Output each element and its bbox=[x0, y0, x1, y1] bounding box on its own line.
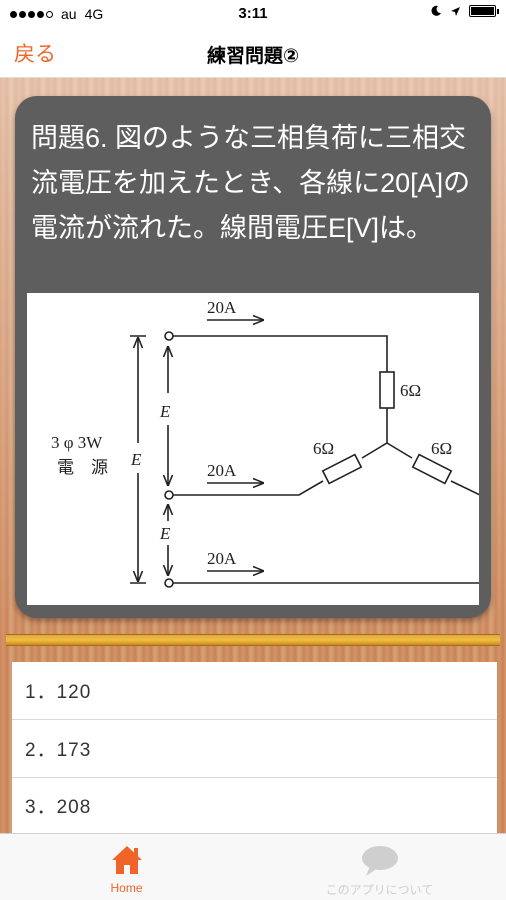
back-button[interactable]: 戻る bbox=[14, 43, 56, 66]
terminal-mid bbox=[164, 490, 174, 500]
resistor-label-right: 6Ω bbox=[431, 439, 452, 458]
voltage-label-total: E bbox=[130, 450, 142, 469]
terminal-top bbox=[164, 331, 174, 341]
question-card: 問題6. 図のような三相負荷に三相交流電圧を加えたとき、各線に20[A]の電流が… bbox=[15, 96, 491, 618]
resistor-label-top: 6Ω bbox=[400, 381, 421, 400]
tab-home-label: Home bbox=[110, 881, 143, 895]
circuit-diagram: 20A 20A 20A 6Ω 6Ω 6Ω E E E 3 φ 3W 電 源 bbox=[51, 298, 481, 588]
answer-choice-1[interactable]: 1．120 bbox=[12, 662, 497, 720]
tab-bar: Home このアプリについて bbox=[0, 833, 506, 900]
home-icon bbox=[111, 846, 142, 874]
status-right bbox=[430, 5, 499, 17]
terminal-bot bbox=[164, 578, 174, 588]
answer-list: 1．120 2．173 3．208 bbox=[12, 662, 497, 833]
answer-choice-2[interactable]: 2．173 bbox=[12, 720, 497, 778]
network-label: 4G bbox=[84, 6, 104, 22]
source-label-line1: 3 φ 3W bbox=[51, 433, 103, 452]
status-left: au 4G bbox=[10, 6, 103, 22]
resistor-left bbox=[321, 453, 363, 485]
circuit-figure: 20A 20A 20A 6Ω 6Ω 6Ω E E E 3 φ 3W 電 源 bbox=[27, 293, 481, 605]
tab-about-label: このアプリについて bbox=[325, 883, 434, 897]
page-title: 練習問題② bbox=[206, 46, 300, 67]
speech-bubble-icon bbox=[361, 846, 398, 876]
status-bar: au 4G 3:11 bbox=[0, 0, 506, 28]
moon-icon bbox=[431, 5, 441, 16]
top-wire bbox=[173, 335, 388, 372]
navigation-bar: 戻る 練習問題② bbox=[0, 28, 506, 78]
current-label-bot: 20A bbox=[207, 549, 237, 568]
voltage-label-upper: E bbox=[159, 402, 171, 421]
tab-about[interactable]: このアプリについて bbox=[253, 834, 506, 900]
resistor-top bbox=[379, 371, 395, 409]
question-text: 問題6. 図のような三相負荷に三相交流電圧を加えたとき、各線に20[A]の電流が… bbox=[31, 123, 471, 243]
voltage-label-lower: E bbox=[159, 524, 171, 543]
carrier-label: au bbox=[61, 6, 77, 22]
answer-choice-3[interactable]: 3．208 bbox=[25, 797, 92, 818]
current-label-mid: 20A bbox=[207, 461, 237, 480]
battery-icon bbox=[469, 5, 499, 17]
tab-home[interactable]: Home bbox=[0, 834, 253, 900]
location-icon bbox=[451, 6, 460, 16]
current-label-top: 20A bbox=[207, 298, 237, 317]
divider-bar bbox=[6, 634, 500, 646]
resistor-label-left: 6Ω bbox=[313, 439, 334, 458]
status-time: 3:11 bbox=[238, 5, 268, 22]
signal-icon bbox=[10, 10, 53, 18]
source-label-line2: 電 源 bbox=[57, 458, 108, 477]
resistor-right bbox=[411, 453, 453, 485]
